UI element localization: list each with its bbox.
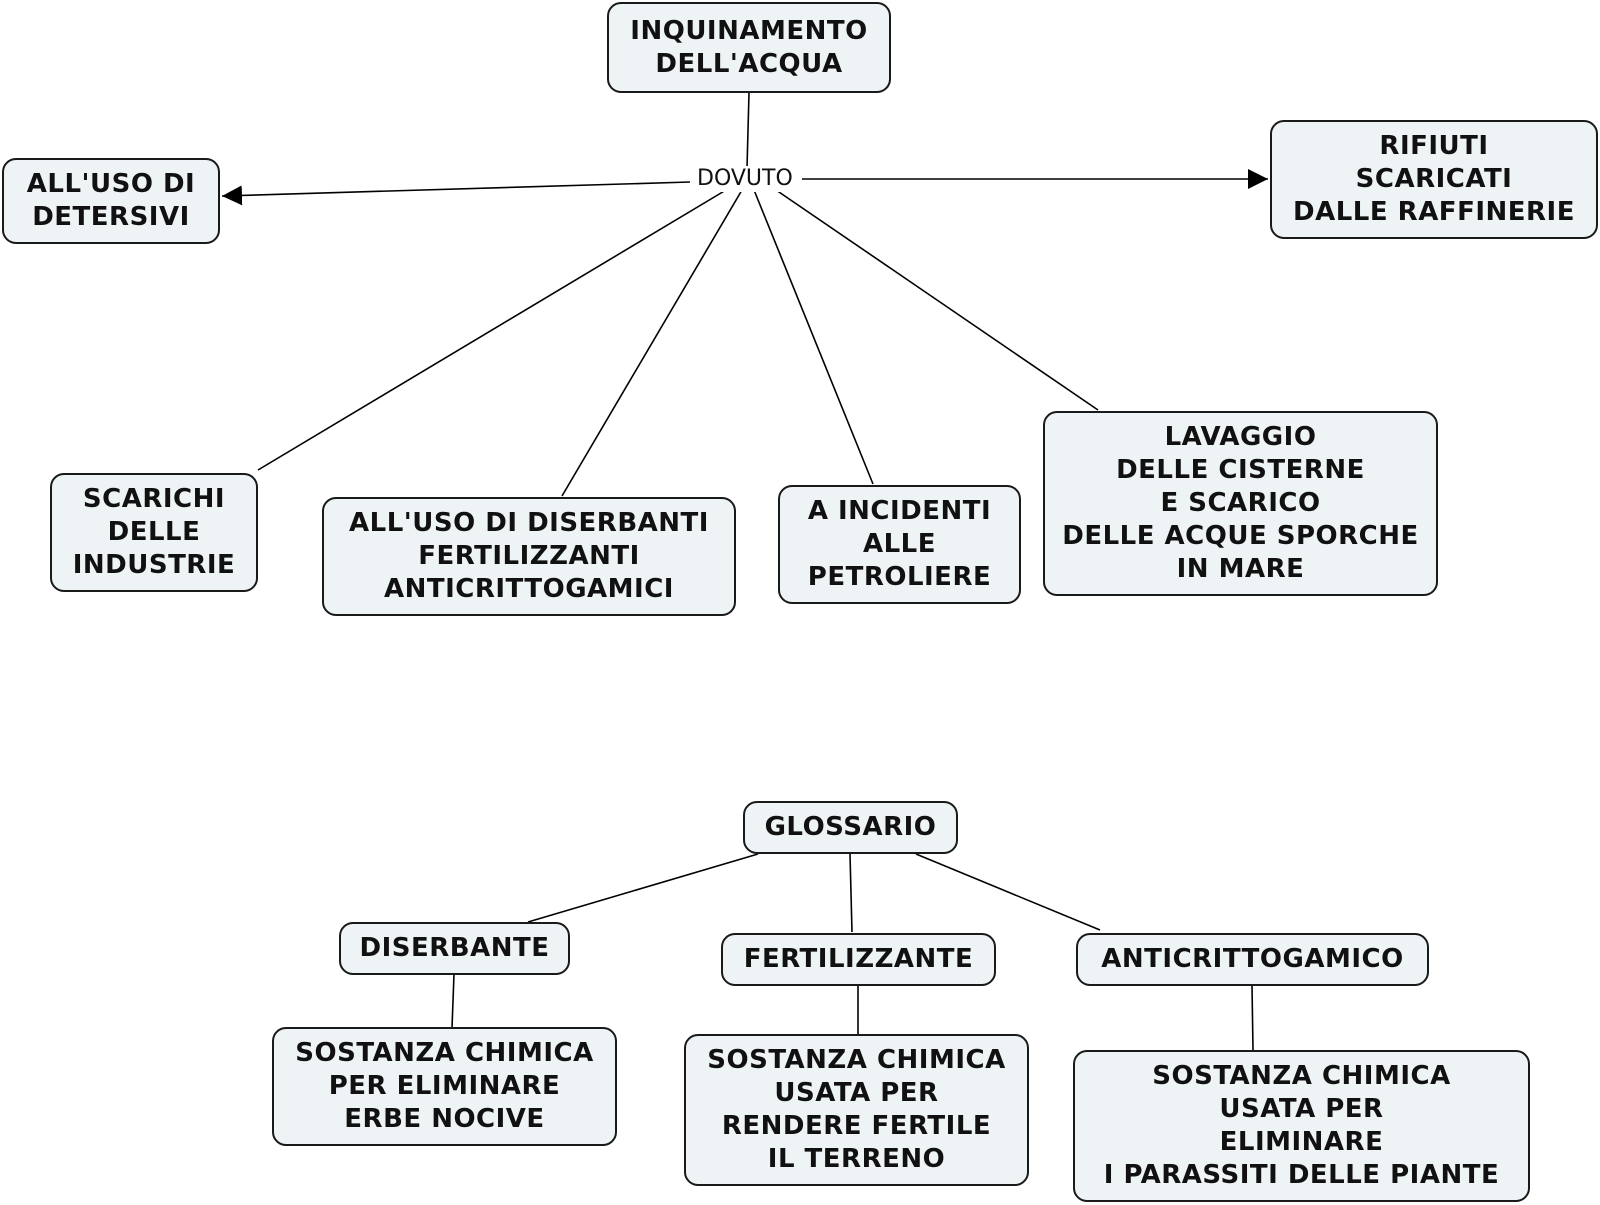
connector-to-cisterne bbox=[775, 189, 1099, 411]
node-cisterne[interactable]: LAVAGGIO DELLE CISTERNE E SCARICO DELLE … bbox=[1043, 411, 1438, 596]
node-diserbanti[interactable]: ALL'USO DI DISERBANTI FERTILIZZANTI ANTI… bbox=[322, 497, 736, 616]
connector-glossario-fertilizzante bbox=[849, 853, 853, 933]
link-label-dovuto: DOVUTO bbox=[694, 166, 796, 192]
node-root[interactable]: INQUINAMENTO DELL'ACQUA bbox=[607, 2, 891, 93]
connector-to-diserbanti bbox=[561, 189, 743, 497]
connector-to-industrie bbox=[257, 189, 727, 471]
connector-glossario-diserbante bbox=[527, 853, 759, 923]
connector-root-to-dovuto bbox=[746, 92, 750, 169]
node-detersivi[interactable]: ALL'USO DI DETERSIVI bbox=[2, 158, 220, 244]
node-raffinerie[interactable]: RIFIUTI SCARICATI DALLE RAFFINERIE bbox=[1270, 120, 1598, 239]
node-definition-fertilizzante[interactable]: SOSTANZA CHIMICA USATA PER RENDERE FERTI… bbox=[684, 1034, 1029, 1186]
node-petroliere[interactable]: A INCIDENTI ALLE PETROLIERE bbox=[778, 485, 1021, 604]
node-definition-anticrittogamico[interactable]: SOSTANZA CHIMICA USATA PER ELIMINARE I P… bbox=[1073, 1050, 1530, 1202]
node-term-diserbante[interactable]: DISERBANTE bbox=[339, 922, 570, 975]
node-industrie[interactable]: SCARICHI DELLE INDUSTRIE bbox=[50, 473, 258, 592]
connector-to-petroliere bbox=[753, 189, 874, 485]
node-term-fertilizzante[interactable]: FERTILIZZANTE bbox=[721, 933, 996, 986]
connector-anticrittogamico-definition bbox=[1251, 985, 1254, 1051]
node-term-anticrittogamico[interactable]: ANTICRITTOGAMICO bbox=[1076, 933, 1429, 986]
node-definition-diserbante[interactable]: SOSTANZA CHIMICA PER ELIMINARE ERBE NOCI… bbox=[272, 1027, 617, 1146]
node-glossario[interactable]: GLOSSARIO bbox=[743, 801, 958, 854]
connector-to-detersivi bbox=[221, 181, 691, 206]
connector-glossario-anticrittogamico bbox=[915, 853, 1101, 931]
connector-diserbante-definition bbox=[451, 973, 455, 1029]
